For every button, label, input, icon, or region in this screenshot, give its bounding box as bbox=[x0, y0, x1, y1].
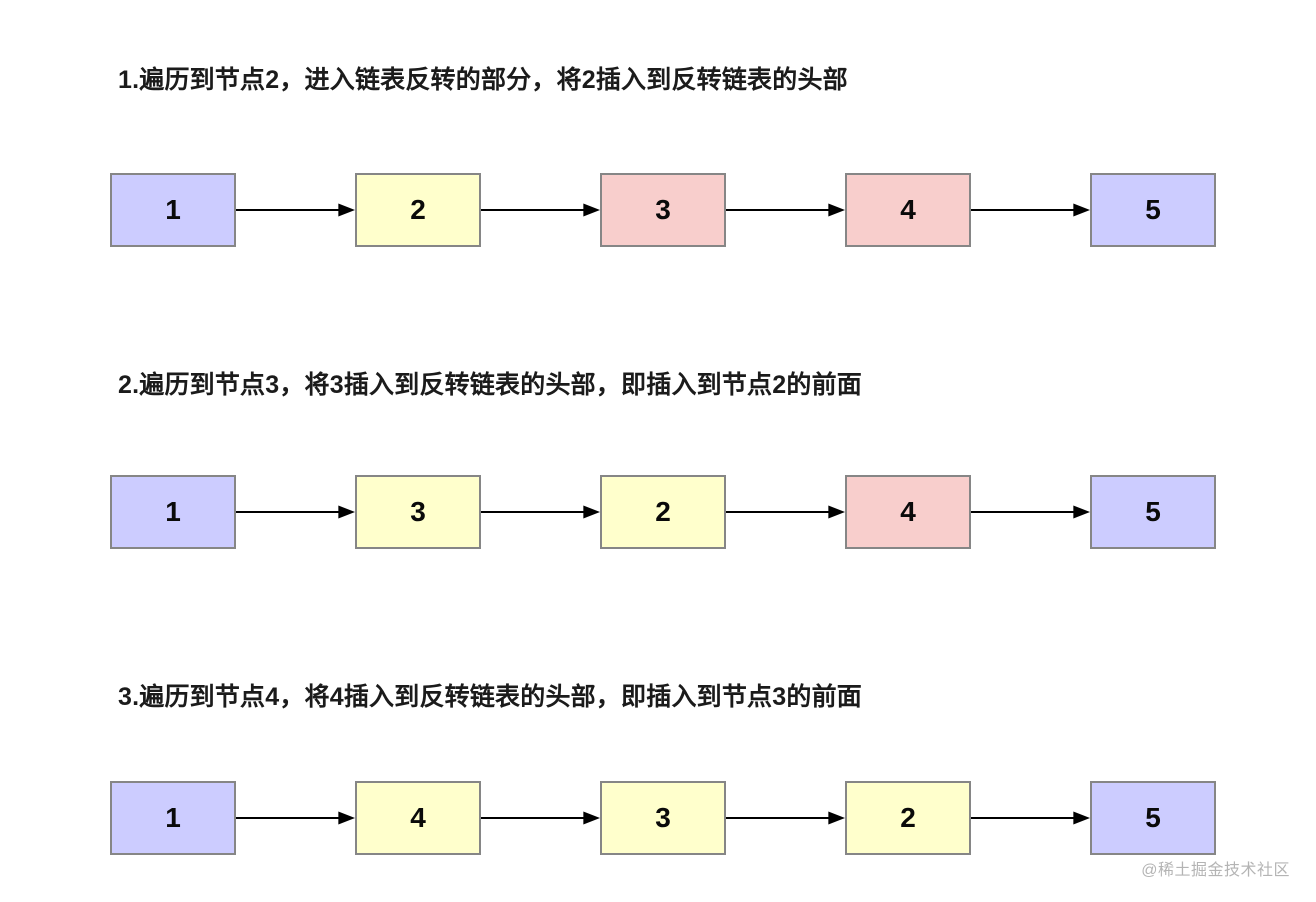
arrow-icon bbox=[236, 505, 355, 519]
node-value: 1 bbox=[165, 802, 181, 833]
node-value: 1 bbox=[165, 496, 181, 527]
arrow-2-4 bbox=[971, 502, 1090, 522]
step-3-title: 3.遍历到节点4，将4插入到反转链表的头部，即插入到节点3的前面 bbox=[118, 683, 862, 711]
step-2: 2.遍历到节点3，将3插入到反转链表的头部，即插入到节点2的前面 1 3 2 bbox=[0, 300, 1316, 605]
node-1-5: 5 bbox=[1090, 173, 1216, 247]
arrow-3-2 bbox=[481, 808, 600, 828]
arrow-3-4 bbox=[971, 808, 1090, 828]
node-value: 2 bbox=[410, 194, 426, 225]
node-3-3: 3 bbox=[600, 781, 726, 855]
arrow-icon bbox=[236, 203, 355, 217]
node-1-2: 2 bbox=[355, 173, 481, 247]
step-1-linked-list: 1 2 3 4 bbox=[110, 172, 1216, 248]
arrow-2-1 bbox=[236, 502, 355, 522]
node-value: 4 bbox=[410, 802, 426, 833]
node-value: 2 bbox=[655, 496, 671, 527]
arrow-2-2 bbox=[481, 502, 600, 522]
arrow-1-2 bbox=[481, 200, 600, 220]
step-3-linked-list: 1 4 3 2 bbox=[110, 780, 1216, 856]
node-value: 5 bbox=[1145, 496, 1161, 527]
node-value: 5 bbox=[1145, 802, 1161, 833]
watermark: @稀土掘金技术社区 bbox=[1141, 862, 1290, 879]
arrow-icon bbox=[481, 505, 600, 519]
node-value: 4 bbox=[900, 496, 916, 527]
node-3-4: 2 bbox=[845, 781, 971, 855]
arrow-3-3 bbox=[726, 808, 845, 828]
node-2-5: 5 bbox=[1090, 475, 1216, 549]
node-value: 2 bbox=[900, 802, 916, 833]
step-3: 3.遍历到节点4，将4插入到反转链表的头部，即插入到节点3的前面 1 4 3 bbox=[0, 605, 1316, 902]
arrow-3-1 bbox=[236, 808, 355, 828]
node-3-1: 1 bbox=[110, 781, 236, 855]
arrow-icon bbox=[971, 505, 1090, 519]
node-value: 3 bbox=[410, 496, 426, 527]
arrow-1-1 bbox=[236, 200, 355, 220]
node-value: 4 bbox=[900, 194, 916, 225]
node-2-3: 2 bbox=[600, 475, 726, 549]
node-2-1: 1 bbox=[110, 475, 236, 549]
arrow-icon bbox=[726, 505, 845, 519]
step-2-title: 2.遍历到节点3，将3插入到反转链表的头部，即插入到节点2的前面 bbox=[118, 371, 862, 399]
node-value: 1 bbox=[165, 194, 181, 225]
node-value: 3 bbox=[655, 802, 671, 833]
node-value: 3 bbox=[655, 194, 671, 225]
arrow-icon bbox=[481, 203, 600, 217]
arrow-icon bbox=[481, 811, 600, 825]
step-1: 1.遍历到节点2，进入链表反转的部分，将2插入到反转链表的头部 1 2 3 bbox=[0, 0, 1316, 300]
step-1-title: 1.遍历到节点2，进入链表反转的部分，将2插入到反转链表的头部 bbox=[118, 66, 848, 94]
arrow-1-3 bbox=[726, 200, 845, 220]
arrow-icon bbox=[971, 811, 1090, 825]
arrow-icon bbox=[236, 811, 355, 825]
arrow-icon bbox=[726, 203, 845, 217]
node-1-1: 1 bbox=[110, 173, 236, 247]
arrow-icon bbox=[971, 203, 1090, 217]
node-value: 5 bbox=[1145, 194, 1161, 225]
node-1-4: 4 bbox=[845, 173, 971, 247]
step-2-linked-list: 1 3 2 4 bbox=[110, 474, 1216, 550]
node-1-3: 3 bbox=[600, 173, 726, 247]
arrow-2-3 bbox=[726, 502, 845, 522]
arrow-icon bbox=[726, 811, 845, 825]
node-2-2: 3 bbox=[355, 475, 481, 549]
node-3-2: 4 bbox=[355, 781, 481, 855]
node-3-5: 5 bbox=[1090, 781, 1216, 855]
arrow-1-4 bbox=[971, 200, 1090, 220]
node-2-4: 4 bbox=[845, 475, 971, 549]
